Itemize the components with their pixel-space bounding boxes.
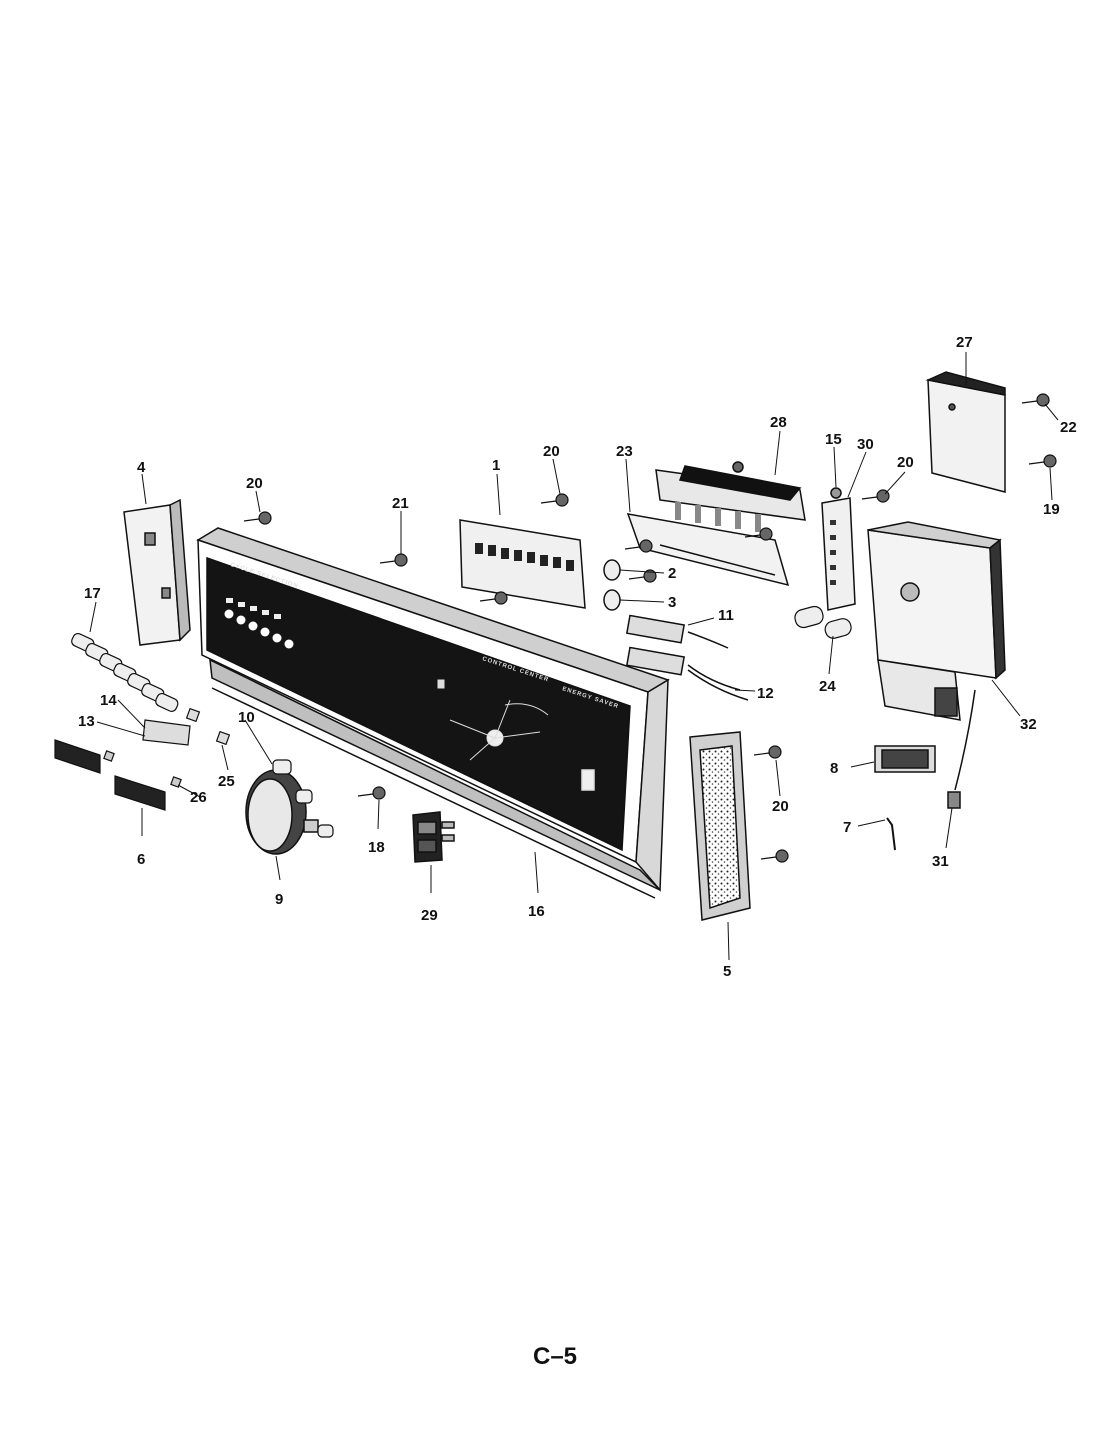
callout-21: 21	[392, 495, 409, 512]
callout-20-grille: 20	[772, 798, 789, 815]
page-label: C–5	[533, 1343, 578, 1370]
timer-assembly	[867, 521, 1006, 721]
bushings	[794, 605, 852, 639]
callout-16: 16	[528, 903, 545, 920]
callout-6: 6	[137, 851, 145, 868]
callout-29: 29	[421, 907, 438, 924]
callout-11: 11	[718, 607, 734, 624]
wire-clips	[603, 559, 621, 611]
callout-32: 32	[1020, 716, 1037, 733]
vent-grille	[689, 731, 751, 921]
callout-20-timer: 20	[897, 454, 914, 471]
callout-24: 24	[819, 678, 836, 695]
callout-15: 15	[825, 431, 842, 448]
timer-cover	[925, 371, 1006, 493]
callout-4: 4	[137, 459, 146, 476]
wire-harness	[625, 614, 749, 701]
control-knob	[245, 769, 319, 855]
callout-12: 12	[757, 685, 774, 702]
callout-2: 2	[668, 565, 676, 582]
wire-lead	[886, 817, 896, 851]
callout-18: 18	[368, 839, 385, 856]
callout-27: 27	[956, 334, 973, 351]
switch-bank	[655, 461, 806, 532]
energy-saver-switch-window	[581, 769, 595, 791]
push-buttons	[71, 632, 179, 712]
control-panel	[196, 527, 670, 899]
callout-20-left: 20	[246, 475, 263, 492]
callout-14: 14	[100, 692, 117, 709]
callout-31: 31	[932, 853, 949, 870]
callout-numbers: 1 2 3 4 5 6 7 8 9 10 11 12 13 14 15 16 1…	[78, 334, 1077, 980]
callout-1: 1	[492, 457, 500, 474]
connector-block	[874, 745, 936, 773]
callout-7: 7	[843, 819, 851, 836]
callout-20-board: 20	[543, 443, 560, 460]
callout-5: 5	[723, 963, 731, 980]
lead-wire	[947, 689, 976, 809]
callout-9: 9	[275, 891, 283, 908]
rocker-switch	[412, 811, 455, 863]
callout-8: 8	[830, 760, 838, 777]
circuit-board	[459, 519, 586, 609]
callout-19: 19	[1043, 501, 1060, 518]
lens-bracket	[142, 707, 231, 746]
end-cap-left	[123, 498, 191, 646]
indicator-lights	[226, 598, 281, 619]
callout-13: 13	[78, 713, 95, 730]
callout-10: 10	[238, 709, 255, 726]
terminal-strip	[821, 487, 856, 611]
screws	[243, 393, 1057, 863]
leader-lines	[89, 352, 1059, 961]
callout-25: 25	[218, 773, 235, 790]
callout-30: 30	[857, 436, 874, 453]
callout-28: 28	[770, 414, 787, 431]
light-strips	[54, 739, 182, 811]
cycle-buttons	[224, 609, 294, 649]
callout-3: 3	[668, 594, 676, 611]
switch-bracket	[626, 513, 790, 587]
small-knobs	[272, 759, 334, 838]
callout-22: 22	[1060, 419, 1077, 436]
callout-17: 17	[84, 585, 101, 602]
callout-23: 23	[616, 443, 633, 460]
callout-26: 26	[190, 789, 207, 806]
dial-markings	[437, 679, 549, 761]
